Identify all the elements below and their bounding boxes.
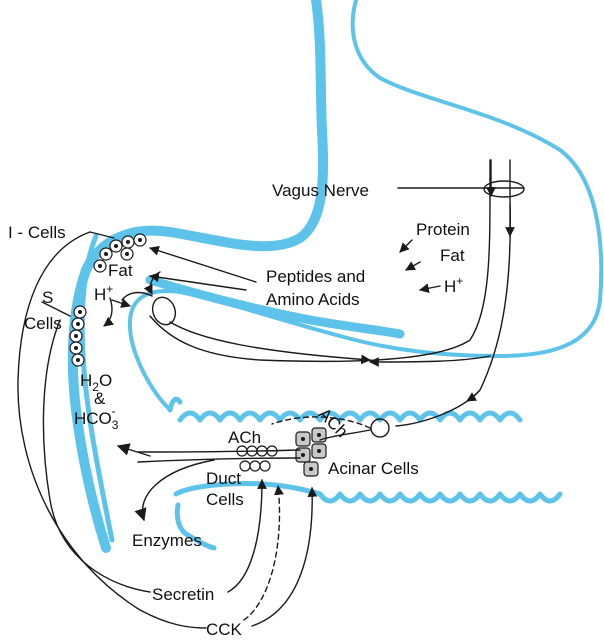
acinar-cells-label: Acinar Cells: [328, 459, 419, 478]
acinar-cells-cluster: [296, 428, 326, 476]
secretin-label: Secretin: [152, 585, 214, 604]
labels: Vagus Nerve I - Cells Protein Fat H+ Fat…: [8, 181, 470, 639]
ampersand-label: &: [94, 389, 106, 408]
enzymes-label: Enzymes: [132, 531, 202, 550]
duct-cells-label-1: Duct: [206, 469, 241, 488]
peptides-label-2: Amino Acids: [266, 290, 360, 309]
vagus-nerve-label: Vagus Nerve: [272, 181, 369, 200]
i-cells-label: I - Cells: [8, 223, 66, 242]
s-cells-label-2: Cells: [24, 314, 62, 333]
ach-label-left: ACh: [228, 428, 261, 447]
h-label-right: H+: [444, 274, 463, 296]
peptides-label-1: Peptides and: [266, 267, 365, 286]
fat-label-right: Fat: [440, 246, 465, 265]
cck-label: CCK: [206, 620, 243, 639]
hco3-label: HCO3-: [74, 404, 119, 432]
duct-cells-label-2: Cells: [206, 490, 244, 509]
s-cells-label-1: S: [42, 288, 53, 307]
fat-label-left: Fat: [108, 261, 133, 280]
protein-label: Protein: [416, 220, 470, 239]
